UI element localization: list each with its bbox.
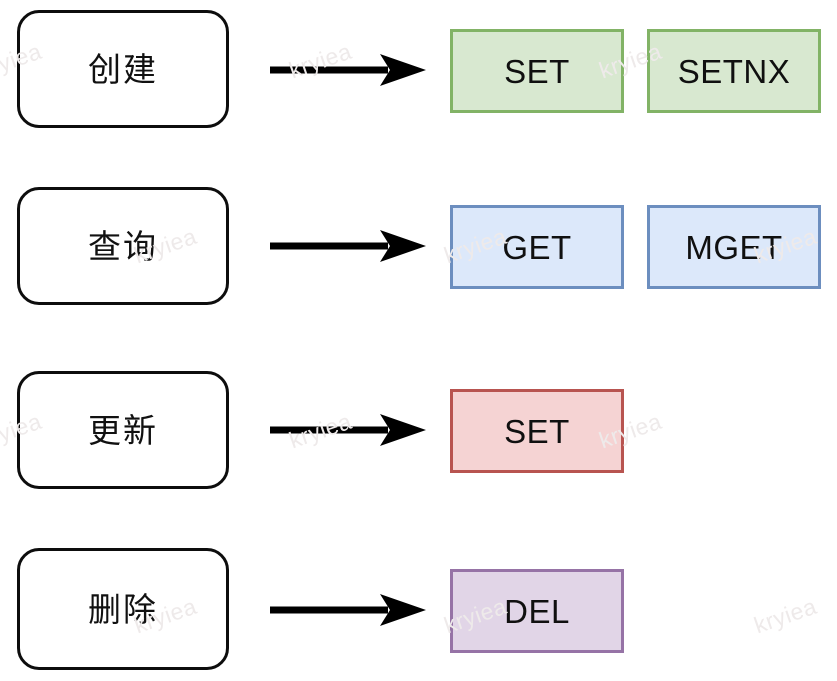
flow-row-create: 创建 SET SETNX [0, 0, 837, 170]
command-label: SET [504, 412, 570, 450]
node-delete-label: 删除 [88, 590, 158, 628]
arrow-query [270, 230, 426, 262]
flow-row-delete: 删除 DEL [0, 540, 837, 681]
command-chip-get[interactable]: GET [450, 205, 624, 289]
command-label: SETNX [677, 52, 791, 90]
command-chip-setnx[interactable]: SETNX [647, 29, 821, 113]
command-label: GET [502, 228, 572, 266]
command-chip-set-update[interactable]: SET [450, 389, 624, 473]
command-label: MGET [685, 228, 783, 266]
node-create-label: 创建 [88, 50, 158, 88]
arrow-delete [270, 594, 426, 626]
node-create[interactable]: 创建 [17, 10, 229, 128]
node-update[interactable]: 更新 [17, 371, 229, 489]
command-label: SET [504, 52, 570, 90]
node-delete[interactable]: 删除 [17, 548, 229, 670]
command-chip-del[interactable]: DEL [450, 569, 624, 653]
node-query[interactable]: 查询 [17, 187, 229, 305]
flow-row-update: 更新 SET [0, 360, 837, 530]
arrow-create [270, 54, 426, 86]
command-label: DEL [504, 592, 570, 630]
command-chip-mget[interactable]: MGET [647, 205, 821, 289]
arrow-update [270, 414, 426, 446]
command-chip-set-create[interactable]: SET [450, 29, 624, 113]
node-update-label: 更新 [88, 411, 158, 449]
node-query-label: 查询 [88, 227, 158, 265]
flow-row-query: 查询 GET MGET [0, 180, 837, 350]
